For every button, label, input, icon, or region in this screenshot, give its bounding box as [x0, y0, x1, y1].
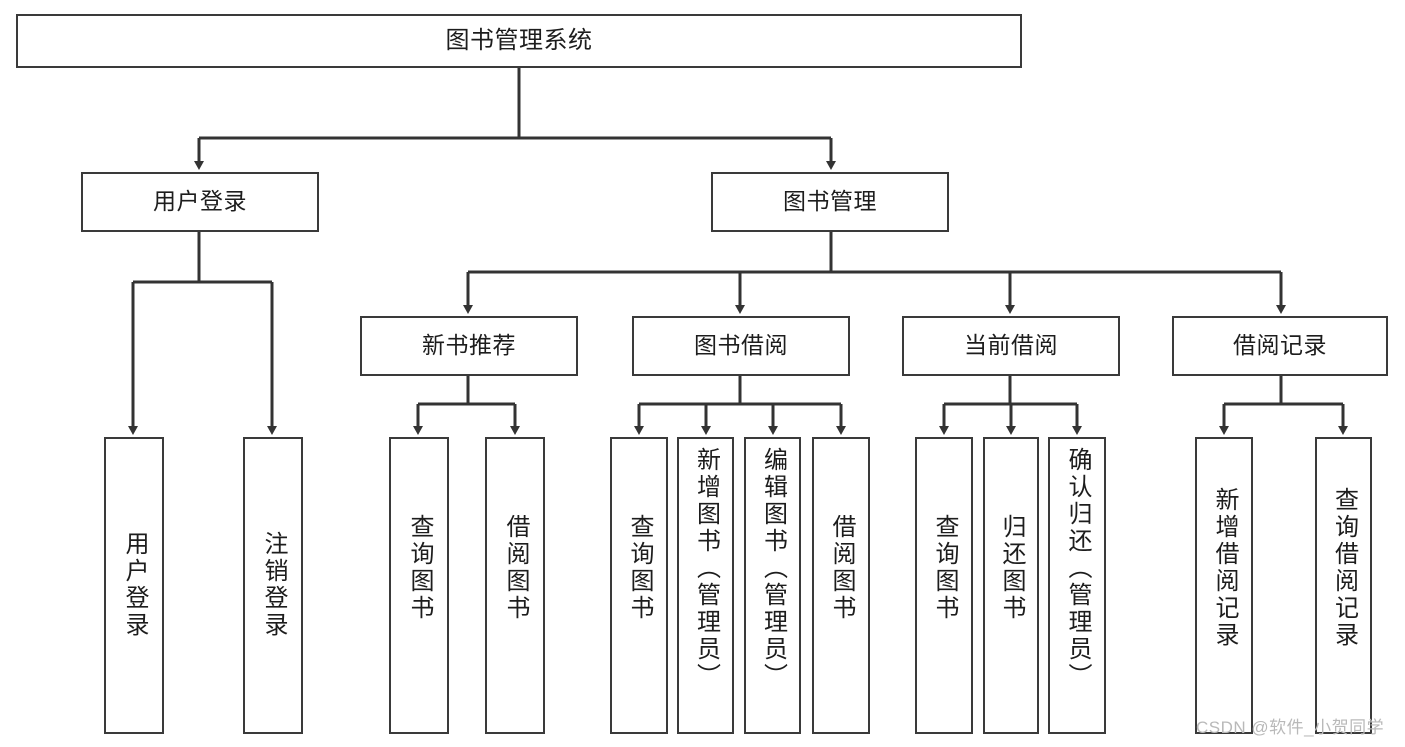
node-leaf-add-book-admin[interactable]: 新增图书（管理员）: [677, 437, 734, 734]
node-leaf-add-borrow-record[interactable]: 新增借阅记录: [1195, 437, 1253, 734]
node-book-borrow-label: 图书借阅: [694, 332, 788, 359]
node-leaf-confirm-return-admin[interactable]: 确认归还（管理员）: [1048, 437, 1106, 734]
node-book-manage-label: 图书管理: [783, 188, 877, 215]
node-user-login-label: 用户登录: [153, 188, 247, 215]
node-book-manage[interactable]: 图书管理: [711, 172, 949, 232]
node-leaf-query-borrow-record-label: 查询借阅记录: [1330, 487, 1358, 649]
node-leaf-query-book[interactable]: 查询图书: [610, 437, 668, 734]
node-leaf-borrow-book-recommend-label: 借阅图书: [502, 514, 529, 622]
node-new-book-recommend-label: 新书推荐: [422, 332, 516, 359]
node-new-book-recommend[interactable]: 新书推荐: [360, 316, 578, 376]
node-root-label: 图书管理系统: [445, 26, 593, 54]
node-current-borrow-label: 当前借阅: [964, 332, 1058, 359]
node-leaf-query-book-current[interactable]: 查询图书: [915, 437, 973, 734]
node-leaf-borrow-book-label: 借阅图书: [828, 514, 855, 622]
node-leaf-borrow-book-recommend[interactable]: 借阅图书: [485, 437, 545, 734]
node-leaf-add-book-admin-label: 新增图书（管理员）: [692, 447, 720, 690]
watermark-text: CSDN @软件_小贺同学: [1196, 718, 1385, 737]
node-user-login[interactable]: 用户登录: [81, 172, 319, 232]
node-leaf-query-book-recommend-label: 查询图书: [406, 514, 433, 622]
node-book-borrow[interactable]: 图书借阅: [632, 316, 850, 376]
node-leaf-user-login-label: 用户登录: [121, 531, 148, 639]
node-leaf-borrow-book[interactable]: 借阅图书: [812, 437, 870, 734]
node-leaf-query-borrow-record[interactable]: 查询借阅记录: [1315, 437, 1372, 734]
node-borrow-record[interactable]: 借阅记录: [1172, 316, 1388, 376]
node-leaf-return-book[interactable]: 归还图书: [983, 437, 1039, 734]
node-leaf-edit-book-admin-label: 编辑图书（管理员）: [759, 447, 787, 690]
node-leaf-return-book-label: 归还图书: [998, 514, 1025, 622]
node-leaf-add-borrow-record-label: 新增借阅记录: [1211, 487, 1238, 649]
node-leaf-query-book-current-label: 查询图书: [931, 514, 958, 622]
node-leaf-logout-label: 注销登录: [260, 531, 287, 639]
node-leaf-logout[interactable]: 注销登录: [243, 437, 303, 734]
node-current-borrow[interactable]: 当前借阅: [902, 316, 1120, 376]
node-root[interactable]: 图书管理系统: [16, 14, 1022, 68]
node-borrow-record-label: 借阅记录: [1233, 332, 1327, 359]
node-leaf-confirm-return-admin-label: 确认归还（管理员）: [1064, 447, 1091, 690]
node-leaf-query-book-recommend[interactable]: 查询图书: [389, 437, 449, 734]
node-leaf-edit-book-admin[interactable]: 编辑图书（管理员）: [744, 437, 801, 734]
node-leaf-query-book-label: 查询图书: [626, 514, 653, 622]
node-leaf-user-login[interactable]: 用户登录: [104, 437, 164, 734]
